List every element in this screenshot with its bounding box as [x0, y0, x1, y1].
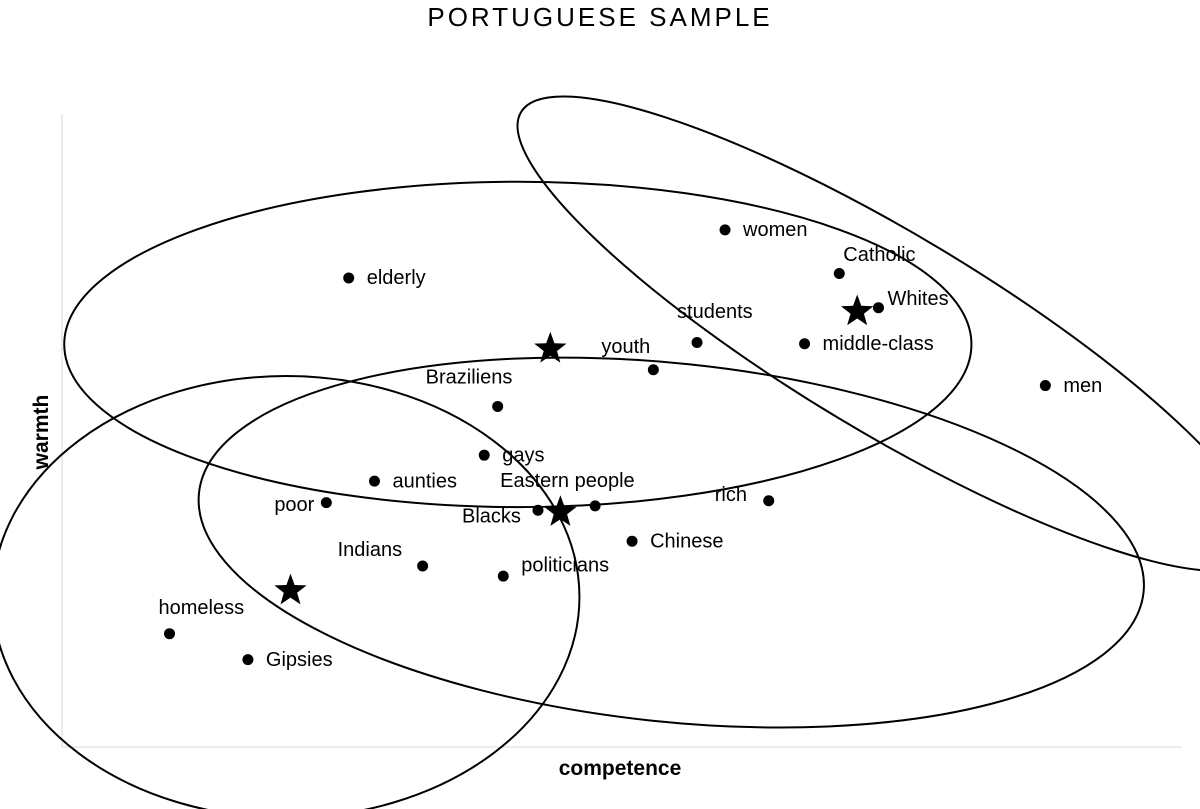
point-label-elderly: elderly	[367, 267, 426, 289]
point-label-middle-class: middle-class	[823, 333, 934, 355]
cluster-ellipse-2	[63, 180, 973, 509]
point-label-gays: gays	[502, 444, 544, 466]
point-women	[719, 224, 731, 236]
point-label-youth: youth	[601, 336, 650, 358]
point-label-chinese: Chinese	[650, 531, 723, 553]
point-aunties	[368, 475, 380, 487]
point-label-politicians: politicians	[521, 554, 609, 576]
point-label-aunties: aunties	[392, 470, 457, 492]
point-politicians	[497, 570, 509, 582]
point-homeless	[164, 628, 176, 640]
point-label-blacks: Blacks	[462, 506, 521, 528]
point-label-braziliens: Braziliens	[426, 367, 513, 389]
point-students	[691, 337, 703, 349]
cluster-ellipse-1	[516, 95, 1200, 572]
point-label-women: women	[742, 219, 807, 241]
point-label-rich: rich	[715, 484, 747, 506]
point-blacks	[532, 504, 544, 516]
point-label-homeless: homeless	[159, 597, 245, 619]
point-gipsies	[242, 654, 254, 666]
point-indians	[417, 560, 429, 572]
point-men	[1039, 380, 1051, 392]
centroid-group	[274, 294, 874, 605]
point-label-poor: poor	[274, 494, 314, 516]
point-label-students: students	[677, 301, 753, 323]
point-label-eastern-people: Eastern people	[500, 470, 635, 492]
point-label-gipsies: Gipsies	[266, 649, 333, 671]
point-elderly	[343, 272, 355, 284]
point-chinese	[626, 535, 638, 547]
cluster-group	[0, 95, 1200, 809]
y-axis-label: warmth	[30, 395, 53, 471]
point-label-indians: Indians	[338, 539, 403, 561]
point-catholic	[833, 268, 845, 280]
point-middle-class	[799, 338, 811, 350]
cluster-ellipse-4	[0, 375, 581, 809]
points-group	[164, 224, 1051, 666]
centroid-star-4	[274, 573, 307, 605]
cluster-ellipse-3	[197, 356, 1145, 729]
point-label-men: men	[1063, 375, 1102, 397]
point-whites	[872, 302, 884, 314]
point-youth	[647, 364, 659, 376]
centroid-star-2	[534, 331, 567, 363]
point-label-catholic: Catholic	[843, 244, 915, 266]
point-label-whites: Whites	[887, 288, 948, 310]
chart-title: PORTUGUESE SAMPLE	[427, 2, 772, 32]
point-gays	[478, 449, 490, 461]
centroid-star-1	[841, 294, 874, 326]
point-braziliens	[492, 400, 504, 412]
point-eastern-people	[589, 500, 601, 512]
centroid-star-3	[544, 495, 577, 526]
point-rich	[763, 495, 775, 507]
x-axis-label: competence	[559, 757, 682, 780]
point-poor	[320, 497, 332, 509]
